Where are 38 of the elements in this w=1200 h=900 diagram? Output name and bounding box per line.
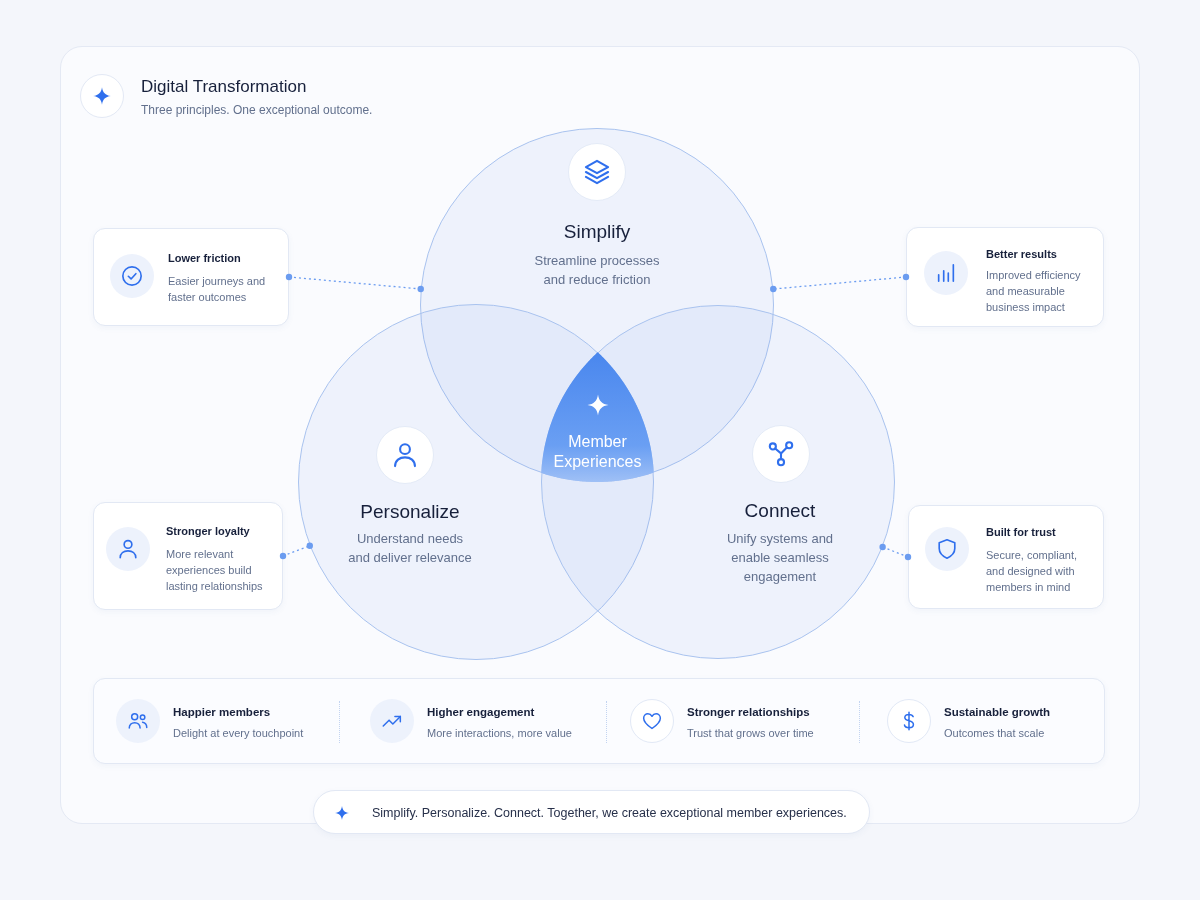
circle-description: Understand needs and deliver relevance	[347, 530, 473, 567]
benefit-text: Trust that grows over time	[687, 726, 814, 740]
callout-card	[93, 502, 283, 610]
card-text: More relevant experiences build lasting relationships	[166, 547, 264, 594]
benefit-text: Outcomes that scale	[944, 726, 1045, 740]
circle-description: Unify systems and enable seamless engagement	[725, 530, 835, 586]
card-text: Secure, compliant, and designed with members in mind	[986, 548, 1079, 595]
benefit-text: More interactions, more value	[427, 726, 572, 740]
subtitle: Three principles. One exceptional outcome.	[141, 103, 373, 118]
benefits-panel	[93, 678, 1105, 764]
diagram-title: Digital Transformation	[141, 76, 307, 97]
circle-title: Personalize	[360, 500, 460, 524]
card-heading: Built for trust	[986, 525, 1056, 539]
card-text: Easier journeys and faster outcomes	[168, 274, 267, 305]
venn-circle	[541, 305, 895, 659]
circle-title: Simplify	[563, 220, 631, 244]
card-heading: Lower friction	[168, 251, 241, 265]
card-heading: Stronger loyalty	[166, 524, 250, 538]
benefit-heading: Stronger relationships	[687, 705, 810, 719]
callout-card	[93, 228, 289, 326]
center-label: Member Experiences	[552, 432, 643, 472]
callout-card	[908, 505, 1104, 609]
summary-banner	[313, 790, 870, 834]
callout-card	[906, 227, 1104, 327]
benefit-text: Delight at every touchpoint	[173, 726, 304, 740]
dotted-connector	[279, 542, 313, 560]
card-heading: Better results	[986, 247, 1057, 261]
benefit-heading: Happier members	[173, 705, 271, 719]
dotted-connector	[879, 543, 912, 561]
benefit-heading: Higher engagement	[427, 705, 535, 719]
benefit-heading: Sustainable growth	[944, 705, 1051, 719]
circle-title: Connect	[744, 499, 816, 523]
card-text: Improved efficiency and measurable business impact	[986, 268, 1082, 315]
dotted-connector	[770, 273, 910, 293]
circle-description: Streamline processes and reduce friction	[533, 252, 661, 289]
dotted-connector	[285, 273, 424, 293]
center-intersection	[541, 352, 654, 482]
summary-text: Simplify. Personalize. Connect. Together, we create exceptional member experiences.	[372, 805, 847, 821]
